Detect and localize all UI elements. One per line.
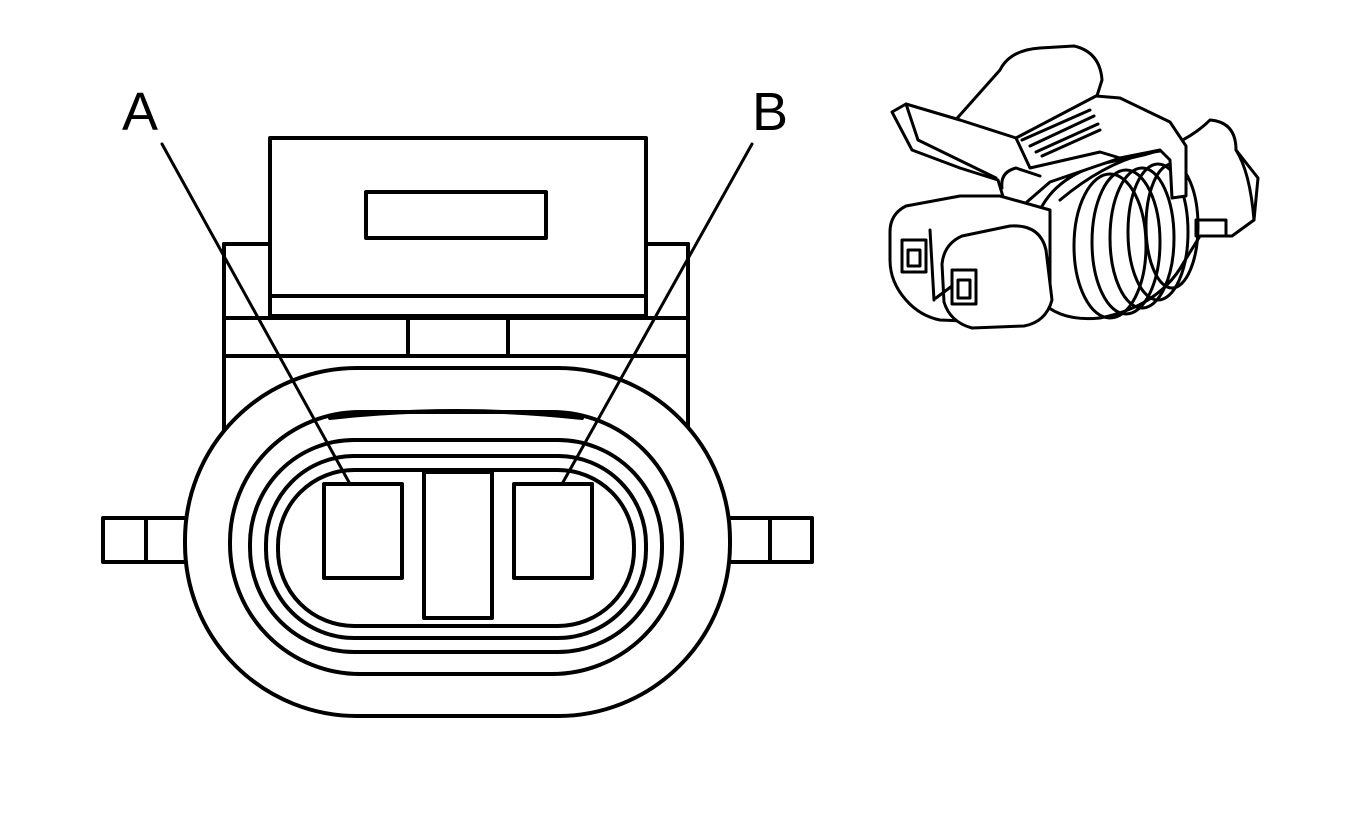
leader-line-b [560, 142, 754, 486]
right-side-tab [726, 516, 814, 564]
latch-window [364, 190, 548, 240]
locking-latch [268, 136, 648, 358]
connector-face-view: A B [101, 82, 814, 718]
pin-label-a: A [122, 82, 158, 142]
terminal-cavity-a [322, 482, 404, 580]
seal-ring-middle [248, 438, 664, 654]
isometric-latch [890, 44, 1188, 210]
seal-ring-inner [264, 454, 648, 640]
leader-line-a [160, 142, 352, 486]
connector-isometric-view [888, 44, 1260, 330]
center-key [422, 470, 494, 620]
iso-cavity-a [900, 238, 928, 274]
left-side-tab [101, 516, 189, 564]
terminal-nose [888, 194, 1054, 330]
pin-label-b: B [752, 82, 788, 142]
terminal-cavity-b [512, 482, 594, 580]
housing-side-walls [222, 242, 690, 434]
